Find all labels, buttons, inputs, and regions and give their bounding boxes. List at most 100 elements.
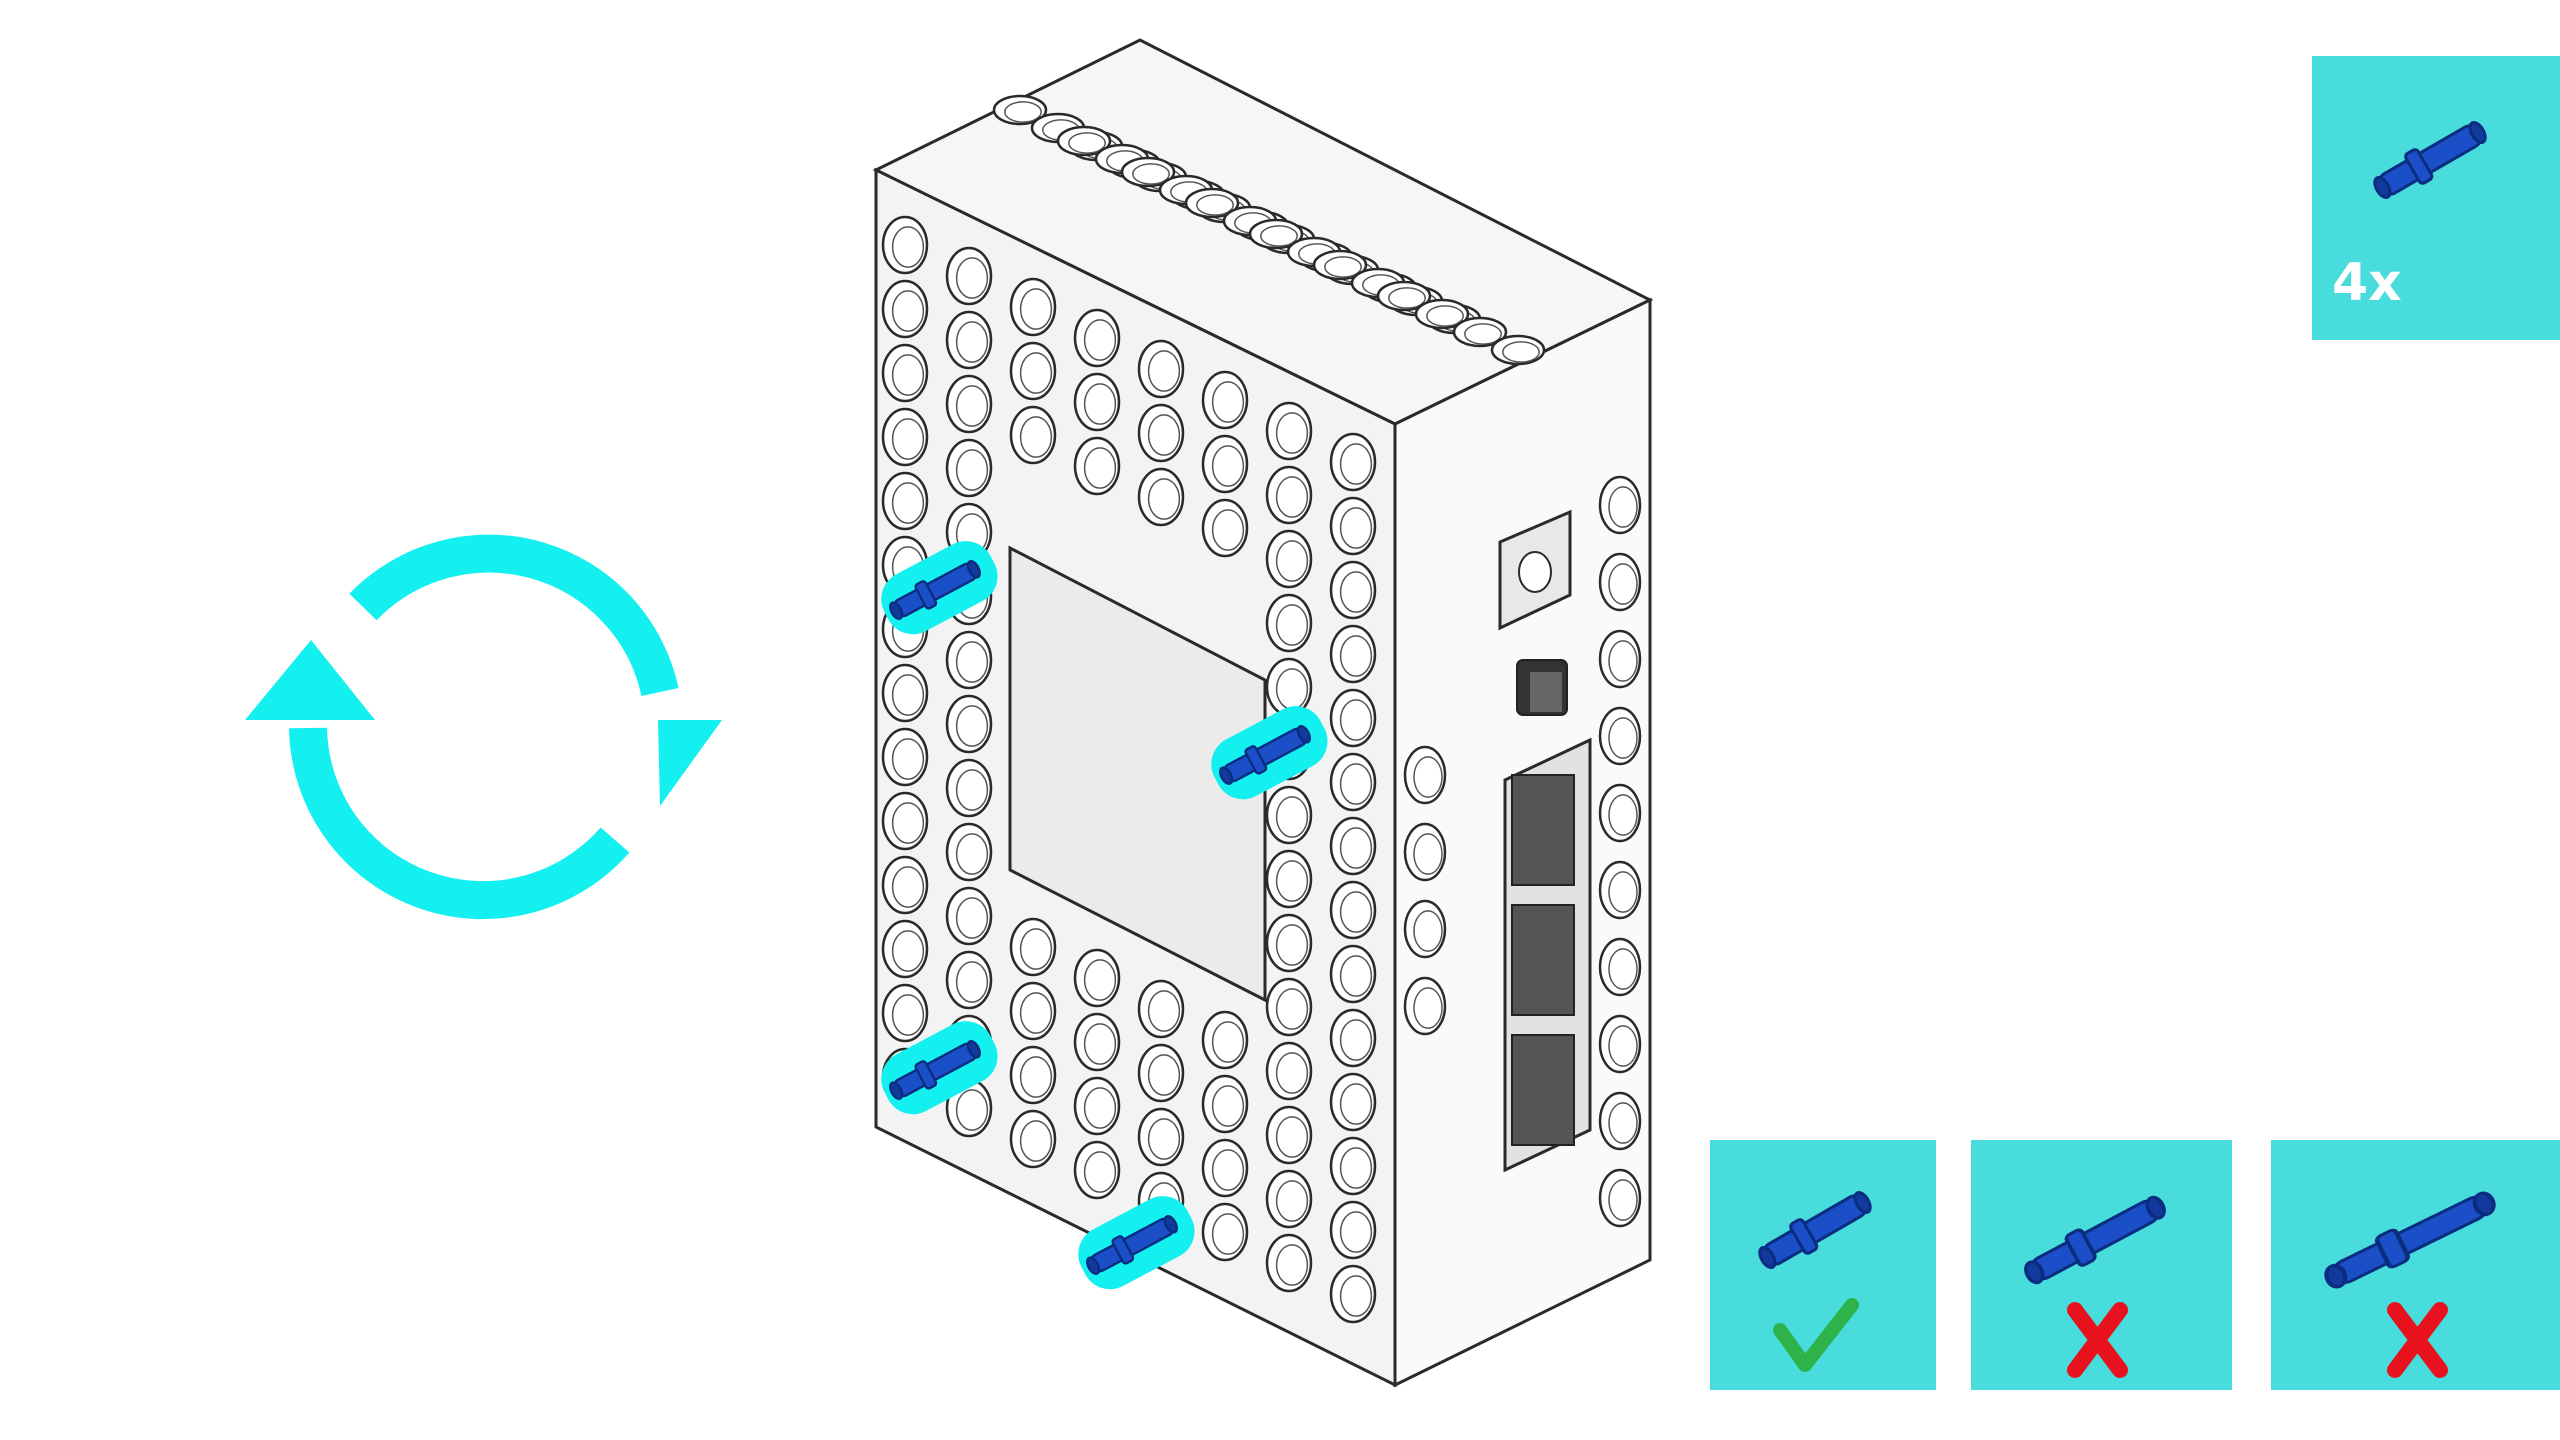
inserted-pins — [881, 541, 1328, 1290]
hub-hole-rim — [1275, 1244, 1309, 1286]
hub-hole — [1329, 1136, 1377, 1196]
hub-port — [1511, 774, 1575, 886]
hub-hole — [1009, 277, 1057, 337]
hub-hole-rim — [891, 290, 925, 332]
hub-hole-rim — [891, 418, 925, 460]
hub-hole — [881, 407, 929, 467]
hub-hole — [1265, 465, 1313, 525]
hub-top-hole-rim — [1464, 323, 1502, 345]
hub-hole — [945, 438, 993, 498]
hub-hole-rim — [1339, 1211, 1373, 1253]
hub-side-hole-rim — [1608, 794, 1638, 836]
hub-hole-rim — [1275, 412, 1309, 454]
hub-hole — [1329, 944, 1377, 1004]
hub-hole — [1137, 467, 1185, 527]
hub-hole-rim — [1019, 1056, 1053, 1098]
inserted-pin-icon — [1078, 1196, 1195, 1290]
hub-hole-rim — [1339, 1275, 1373, 1317]
hub-hole — [945, 822, 993, 882]
hub-hole-rim — [891, 482, 925, 524]
hub-hole-rim — [1019, 352, 1053, 394]
hub-hole-rim — [955, 449, 989, 491]
hub-top-hole-rim — [1388, 287, 1426, 309]
hub-hole-rim — [1275, 1116, 1309, 1158]
hub-hole-rim — [1275, 540, 1309, 582]
hub-hole-rim — [1275, 924, 1309, 966]
hub-hole — [1265, 1105, 1313, 1165]
cross-mark-icon — [2387, 1302, 2448, 1378]
hub-hole-rim — [891, 802, 925, 844]
pin-choice-correct — [1710, 1140, 1936, 1390]
hub-hole — [945, 374, 993, 434]
hub-hole — [1329, 688, 1377, 748]
hub-hole-rim — [1211, 1021, 1245, 1063]
hub-hole-rim — [891, 674, 925, 716]
hub-hole — [1265, 977, 1313, 1037]
hub-side-hole-rim — [1608, 1025, 1638, 1067]
hub-display-window — [1008, 545, 1267, 1003]
hub-top-holes — [992, 94, 1546, 366]
hub-hole — [1329, 432, 1377, 492]
hub-side-hole-rim — [1608, 640, 1638, 682]
hub-hole-rim — [1019, 288, 1053, 330]
hub-hole-rim — [1275, 604, 1309, 646]
hub-top-hole — [1490, 334, 1546, 366]
hub-hole-rim — [891, 226, 925, 268]
hub-hole-rim — [891, 994, 925, 1036]
hub-side-hole-rim — [1608, 1179, 1638, 1221]
hub-hole — [1073, 308, 1121, 368]
hub-hole — [945, 246, 993, 306]
inserted-pin-icon — [1211, 706, 1328, 800]
hub-top-hole-rim — [1004, 101, 1042, 123]
pin-choice-incorrect — [1971, 1140, 2232, 1390]
hub-hole — [1329, 816, 1377, 876]
hub-hole — [881, 471, 929, 531]
hub-side-hole-rim — [1608, 948, 1638, 990]
hub-hole — [1329, 752, 1377, 812]
hub-hole — [1201, 1202, 1249, 1262]
hub-hole-rim — [1083, 1023, 1117, 1065]
hub-hole — [1201, 1074, 1249, 1134]
hub-hole-rim — [1019, 992, 1053, 1034]
hub-top-hole-rim — [1068, 132, 1106, 154]
hub-hole-rim — [1211, 381, 1245, 423]
hub-side-hole — [1598, 552, 1642, 612]
hub-hole-rim — [1339, 827, 1373, 869]
hub-hole — [945, 886, 993, 946]
hub-ports — [1503, 737, 1592, 1173]
hub-hole-rim — [891, 930, 925, 972]
hub-hole-rim — [955, 321, 989, 363]
hub-hole — [1329, 1072, 1377, 1132]
hub-side-hole — [1403, 976, 1447, 1036]
hub-hole-rim — [1147, 414, 1181, 456]
hub-hole-rim — [1339, 699, 1373, 741]
inserted-pin-icon — [881, 541, 998, 635]
hub-hole-rim — [1339, 635, 1373, 677]
cross-mark-icon — [2067, 1302, 2128, 1378]
hub-side-hole — [1598, 1091, 1642, 1151]
hub-hole-rim — [955, 641, 989, 683]
inserted-pin-icon — [881, 1021, 998, 1115]
hub-side-hole-rim — [1608, 871, 1638, 913]
hub-hole-rim — [1211, 509, 1245, 551]
hub-hole — [1137, 1043, 1185, 1103]
hub-hole-rim — [1339, 1019, 1373, 1061]
hub-side-hole — [1403, 899, 1447, 959]
hub-side-hole-rim — [1608, 563, 1638, 605]
hub-side-hole — [1598, 1014, 1642, 1074]
hub-hole-rim — [1211, 1213, 1245, 1255]
hub-hole-rim — [955, 385, 989, 427]
hub-side-hole-rim — [1608, 717, 1638, 759]
hub-hole-rim — [891, 866, 925, 908]
hub-hole — [1329, 880, 1377, 940]
hub-hole-rim — [1339, 891, 1373, 933]
hub-side-hole — [1598, 783, 1642, 843]
hub-hole — [1265, 529, 1313, 589]
hub-hole-rim — [955, 961, 989, 1003]
hub-hole-rim — [1019, 416, 1053, 458]
hub-hole-rim — [891, 738, 925, 780]
hub-hole-rim — [1339, 1083, 1373, 1125]
hub-side-holes — [1403, 475, 1642, 1228]
hub-hole-rim — [1147, 1118, 1181, 1160]
hub-hole-rim — [1275, 988, 1309, 1030]
